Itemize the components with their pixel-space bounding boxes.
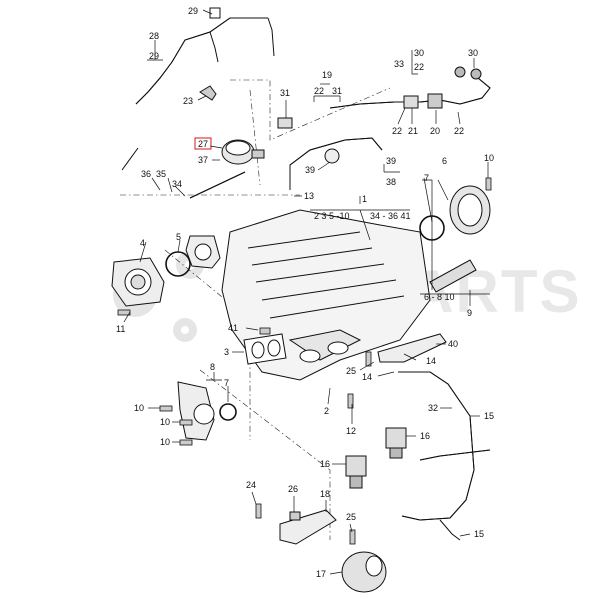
callout-14-a: 14: [426, 356, 436, 366]
callout-8: 8: [210, 362, 215, 372]
callout-41: 41: [228, 323, 238, 333]
callout-28: 28: [149, 31, 159, 41]
callout-25-b: 25: [346, 512, 356, 522]
callout-13: 13: [304, 191, 314, 201]
callout-5: 5: [176, 232, 181, 242]
callout-9-range: 6 - 8 10: [424, 292, 455, 302]
callout-14-b: 14: [362, 372, 372, 382]
callout-1-range-a: 2 3 5 -10: [314, 211, 350, 221]
callout-18: 18: [320, 489, 330, 499]
callout-10-a: 10: [484, 153, 494, 163]
callout-10-d: 10: [160, 437, 170, 447]
leader-lines: [123, 9, 490, 575]
valve-part-16-upper: [385, 427, 407, 459]
callout-6: 6: [442, 156, 447, 166]
callout-3: 3: [224, 347, 229, 357]
callout-22-b: 22: [454, 126, 464, 136]
callout-33-30: 30: [414, 48, 424, 58]
flange-part-8: [177, 381, 237, 441]
gasket-part-3: [243, 333, 287, 365]
callout-23: 23: [183, 96, 193, 106]
callout-19-22: 22: [314, 86, 324, 96]
callout-24: 24: [246, 480, 256, 490]
pump-part-9: [429, 259, 477, 293]
callout-19-31: 31: [332, 86, 342, 96]
callout-7-b: 7: [224, 378, 229, 388]
callout-27: 27: [198, 139, 208, 149]
callout-15-a: 15: [484, 411, 494, 421]
callout-17: 17: [316, 569, 326, 579]
callout-9: 9: [467, 308, 472, 318]
callout-16-b: 16: [320, 459, 330, 469]
callout-37: 37: [198, 155, 208, 165]
callout-40: 40: [448, 339, 458, 349]
callout-11: 11: [116, 324, 125, 334]
callout-29-sub: 29: [149, 51, 159, 61]
reservoir-part-17: [341, 551, 387, 593]
callout-32: 32: [428, 403, 438, 413]
callout-29-top: 29: [188, 6, 198, 16]
callout-16-a: 16: [420, 431, 430, 441]
pcv-hose-assembly: [277, 66, 491, 190]
highlight-box-27: [194, 137, 212, 150]
callout-2: 2: [324, 406, 329, 416]
callout-1-range-b: 34 - 36 41: [370, 211, 411, 221]
bolts: [117, 177, 492, 545]
callout-15-b: 15: [474, 529, 484, 539]
callout-22-a: 22: [392, 126, 402, 136]
callout-19: 19: [322, 70, 332, 80]
callout-36: 36: [141, 169, 151, 179]
callout-39-b: 39: [386, 156, 396, 166]
flange-part: [185, 235, 221, 269]
callout-labels: 29 28 29 23 19 22 31 33 30 22 30 31 22 2…: [116, 6, 494, 579]
callout-1: 1: [362, 194, 367, 204]
callout-12: 12: [346, 426, 356, 436]
callout-25-a: 25: [346, 366, 356, 376]
callout-39-a: 39: [305, 165, 315, 175]
callout-20: 20: [430, 126, 440, 136]
callout-33-22: 22: [414, 62, 424, 72]
callout-34: 34: [172, 179, 182, 189]
callout-26: 26: [288, 484, 298, 494]
filter-part-6: [419, 185, 491, 241]
valve-part-16-lower: [345, 455, 367, 489]
callout-7-a: 7: [424, 173, 429, 183]
bracket-part-18: [279, 509, 337, 545]
callout-30: 30: [468, 48, 478, 58]
callout-38: 38: [386, 177, 396, 187]
callout-21: 21: [408, 126, 418, 136]
callout-10-c: 10: [160, 417, 170, 427]
pcv-valve-part-27: [121, 139, 265, 199]
callout-33: 33: [394, 59, 404, 69]
callout-31: 31: [280, 88, 290, 98]
callout-10-b: 10: [134, 403, 144, 413]
callout-4: 4: [140, 238, 145, 248]
callout-35: 35: [156, 169, 166, 179]
throttle-body-part-4: [111, 257, 165, 307]
vacuum-lines-part-15: [398, 371, 491, 541]
bracket-part-40: [377, 333, 447, 363]
